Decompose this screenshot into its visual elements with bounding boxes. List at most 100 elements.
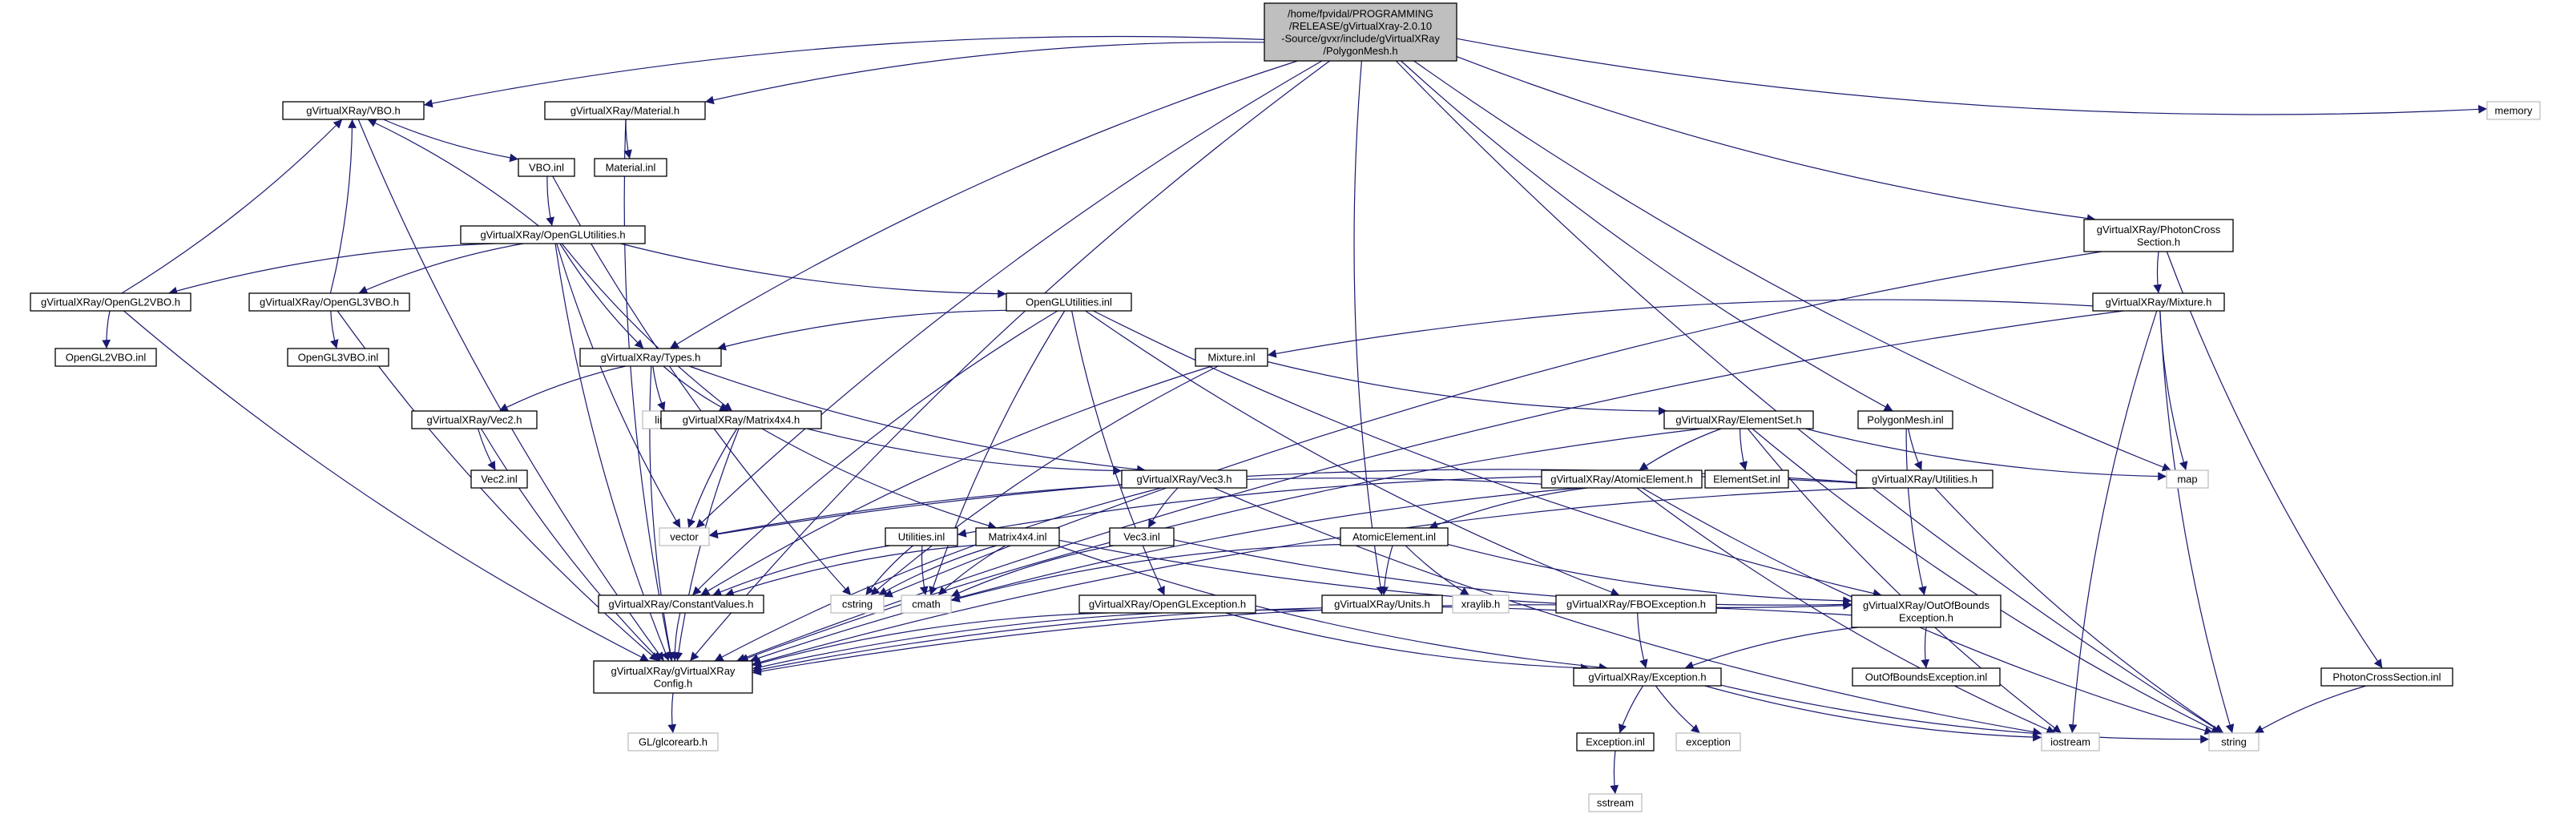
node-vec2-inl[interactable]: Vec2.inl [470,469,528,489]
node-label-line: gVirtualXRay/OpenGLException.h [1089,598,1246,610]
node-utilities-h[interactable]: gVirtualXRay/Utilities.h [1856,469,1993,489]
node-xraylib: xraylib.h [1452,594,1510,614]
node-photon-inl[interactable]: PhotonCrossSection.inl [2320,667,2453,687]
edge-root-to-units_h [1353,60,1385,596]
edge-atomic_inl-to-units_h [1380,545,1393,596]
node-vbo-h[interactable]: gVirtualXRay/VBO.h [282,101,425,120]
edge-mixture_h-to-map [2159,310,2188,471]
node-box [2041,732,2100,752]
node-oglutil-inl[interactable]: OpenGLUtilities.inl [1006,292,1132,312]
node-label-line: xraylib.h [1461,598,1500,610]
node-box [660,410,822,429]
node-exception-inl[interactable]: Exception.inl [1576,732,1655,752]
node-matrix-h[interactable]: gVirtualXRay/Matrix4x4.h [660,410,822,429]
node-box [518,158,575,177]
node-label-line: OpenGLUtilities.inl [1026,296,1112,308]
node-label-line: /home/fpvidal/PROGRAMMING [1288,7,1433,19]
node-mixture-h[interactable]: gVirtualXRay/Mixture.h [2092,292,2225,312]
node-box [627,732,719,752]
edge-oglutil_inl-to-ogl_exc_h [1071,310,1165,596]
node-types-h[interactable]: gVirtualXRay/Types.h [579,348,722,367]
edge-vec3_inl-to-cmath [950,545,1114,597]
node-units-h[interactable]: gVirtualXRay/Units.h [1321,594,1443,614]
node-label-line: gVirtualXRay/Types.h [601,352,701,364]
node-map: map [2166,469,2209,489]
node-label-line: Utilities.inl [898,531,945,543]
node-util-inl[interactable]: Utilities.inl [885,527,958,546]
node-label-line: gVirtualXRay/Material.h [570,105,679,117]
edge-photon_inl-to-string [2254,685,2367,734]
node-ogl2vbo-h[interactable]: gVirtualXRay/OpenGL2VBO.h [30,292,191,312]
node-material-h[interactable]: gVirtualXRay/Material.h [544,101,706,120]
node-label-line: gVirtualXRay/OutOfBounds [1863,599,1990,611]
node-root[interactable]: /home/fpvidal/PROGRAMMING/RELEASE/gVirtu… [1264,2,1457,62]
node-vector: vector [659,527,710,546]
edge-oob_h-to-exception_h [1684,627,1859,670]
edge-vec3_h-to-iostream [1213,487,2042,736]
edge-vbo_inl-to-oglutil_h [546,175,554,227]
node-elemset-inl[interactable]: ElementSet.inl [1704,469,1789,489]
node-label-line: gVirtualXRay/Units.h [1334,598,1430,610]
node-mixture-inl[interactable]: Mixture.inl [1195,348,1268,367]
edge-root-to-memory [1456,38,2488,115]
node-elemset-h[interactable]: gVirtualXRay/ElementSet.h [1663,410,1814,429]
node-atomic-h[interactable]: gVirtualXRay/AtomicElement.h [1541,469,1703,489]
node-box [1006,292,1132,312]
node-label-line: Matrix4x4.inl [989,531,1047,543]
node-oob-inl[interactable]: OutOfBoundsException.inl [1852,667,2001,687]
node-ogl2vbo-inl[interactable]: OpenGL2VBO.inl [54,348,157,367]
node-ogl3vbo-inl[interactable]: OpenGL3VBO.inl [287,348,389,367]
node-box [830,594,885,614]
node-label-line: gVirtualXRay/OpenGL3VBO.h [260,296,399,308]
node-box [1555,594,1717,614]
edge-matrix_inl-to-constvals_h [724,544,977,597]
edge-ogl2vbo_h-to-ogl2vbo_inl [102,310,111,349]
node-constvals-h[interactable]: gVirtualXRay/ConstantValues.h [598,594,764,614]
edge-matrix_h-to-vector [687,428,738,529]
edge-constvals_h-to-config_h [670,612,681,662]
node-oglutil-h[interactable]: gVirtualXRay/OpenGLUtilities.h [460,225,646,244]
edge-atomic_inl-to-oob_h [1447,543,1852,606]
node-box [30,292,191,312]
edge-polymesh_inl-to-oob_h [1905,428,1927,596]
edge-atomic_inl-to-cmath [950,544,1341,602]
edge-oglutil_h-to-vector [556,243,681,529]
node-label-line: gVirtualXRay/ElementSet.h [1675,414,1801,426]
node-label-line: map [2177,473,2197,486]
node-box [2083,219,2234,252]
nodes-layer: /home/fpvidal/PROGRAMMING/RELEASE/gVirtu… [30,2,2541,812]
node-fbo-exc-h[interactable]: gVirtualXRay/FBOException.h [1555,594,1717,614]
edge-ogl3vbo_h-to-vbo_h [329,119,357,294]
edge-fbo_exc_h-to-config_h [752,606,1557,674]
edge-oglutil_h-to-oglutil_inl [620,243,1007,299]
node-vbo-inl[interactable]: VBO.inl [518,158,575,177]
edge-exception_h-to-exception_inl [1618,685,1644,734]
node-vec2-h[interactable]: gVirtualXRay/Vec2.h [411,410,538,429]
node-photon-h[interactable]: gVirtualXRay/PhotonCrossSection.h [2083,219,2234,252]
node-oob-h[interactable]: gVirtualXRay/OutOfBoundsException.h [1851,594,2002,628]
edge-mixture_inl-to-constvals_h [700,365,1212,596]
node-box [1857,410,1953,429]
node-label-line: Exception.h [1899,611,1953,623]
edge-root-to-material_h [704,41,1265,105]
node-box [659,527,710,546]
node-ogl3vbo-h[interactable]: gVirtualXRay/OpenGL3VBO.h [248,292,410,312]
node-atomic-inl[interactable]: AtomicElement.inl [1340,527,1449,546]
edge-ogl2vbo_h-to-config_h [123,310,650,662]
edge-matrix_inl-to-exception_h [1057,545,1608,672]
node-material-inl[interactable]: Material.inl [594,158,667,177]
node-label-line: GL/glcorearb.h [639,736,707,748]
edge-mixture_h-to-config_h [736,310,2124,663]
node-box [411,410,538,429]
edge-root-to-vbo_h [423,35,1265,108]
edge-polymesh_inl-to-utilities_h [1908,428,1922,471]
edge-photon_h-to-photon_inl [2166,251,2383,669]
node-matrix-inl[interactable]: Matrix4x4.inl [975,527,1060,546]
node-ogl-exc-h[interactable]: gVirtualXRay/OpenGLException.h [1078,594,1256,614]
node-exception-h[interactable]: gVirtualXRay/Exception.h [1573,667,1722,687]
edge-oglutil_h-to-ogl2vbo_h [168,243,495,296]
node-vec3-h[interactable]: gVirtualXRay/Vec3.h [1121,469,1248,489]
node-polymesh-inl[interactable]: PolygonMesh.inl [1857,410,1953,429]
node-vec3-inl[interactable]: Vec3.inl [1109,527,1175,546]
